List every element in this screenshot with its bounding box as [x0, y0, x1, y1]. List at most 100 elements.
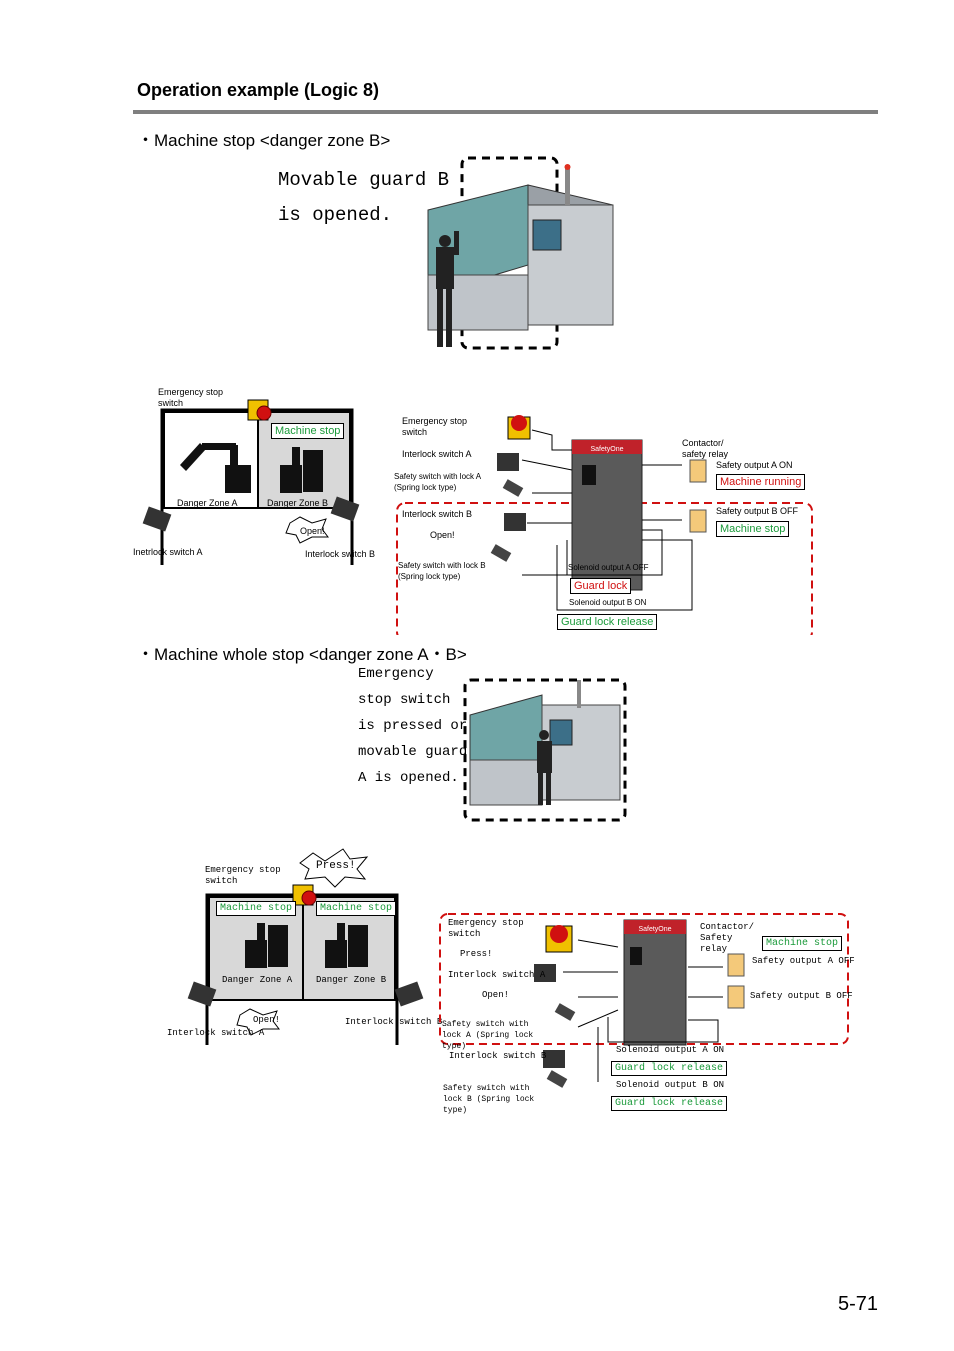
caption-line: is pressed or	[358, 718, 468, 734]
caption-line: Movable guard B	[278, 169, 450, 191]
machine-illustration-2	[463, 678, 627, 822]
estop-label: Emergency stop switch	[158, 387, 224, 408]
section2-caption: Emergency stop switch is pressed or mova…	[358, 661, 467, 791]
interlock-a-icon	[534, 964, 556, 982]
open-label: Open!	[253, 1015, 281, 1025]
machine-stop-tag: Machine stop	[762, 936, 843, 951]
section1-caption: Movable guard B is opened.	[278, 163, 449, 233]
estop-label: Emergency stop switch	[402, 416, 468, 437]
estop-label: Emergency stop switch	[205, 865, 281, 886]
wiring-lines	[521, 429, 693, 611]
open-label: Open!	[430, 530, 455, 540]
open-label: Open!	[300, 526, 325, 536]
controller-header	[572, 440, 642, 454]
zone-diagram-1	[142, 399, 360, 565]
whole-stop-highlight	[439, 913, 849, 1045]
safety-switch-b-icon	[490, 544, 512, 562]
controller-display	[630, 947, 642, 965]
interlock-a-icon	[187, 981, 217, 1007]
estop-button	[256, 405, 272, 421]
safety-switch-a-label: Safety switch with lock A (Spring lock t…	[394, 472, 481, 492]
interlock-a-label: Inetrlock switch A	[133, 547, 203, 557]
section-heading: Operation example (Logic 8)	[137, 80, 380, 100]
caption-line: stop switch	[358, 692, 451, 708]
controller-header	[624, 920, 686, 934]
hmi-screen	[532, 219, 562, 251]
interlock-a-label: Interlock switch A	[448, 970, 546, 980]
caption-line: is opened.	[278, 204, 393, 226]
open-label: Open!	[482, 990, 510, 1000]
press-burst	[299, 848, 369, 888]
caption-line: A is opened.	[358, 770, 459, 786]
relay-a-icon	[689, 459, 707, 483]
interlock-b-label: Interlock switch B	[449, 1051, 547, 1061]
machine-stop-tag: Machine stop	[716, 521, 790, 537]
solenoid-b-label: Solenoid output B ON	[569, 598, 647, 607]
interlock-b-label: Interlock switch B	[305, 549, 376, 559]
zone-b-label: Danger Zone B	[316, 975, 387, 985]
safety-output-a-label: Safety output A ON	[716, 460, 793, 470]
machine-running-tag: Machine running	[716, 474, 806, 490]
zone-a-label: Danger Zone A	[177, 498, 238, 508]
press-label: Press!	[460, 949, 493, 959]
controller-brand: SafetyOne	[590, 446, 623, 453]
signal-tower	[577, 680, 581, 708]
machine-stop-a-tag: Machine stop	[216, 901, 297, 916]
estop-label: Emergency stop switch	[448, 918, 524, 939]
safety-output-a-label: Safety output A OFF	[752, 956, 855, 966]
zone-a-label: Danger Zone A	[222, 975, 293, 985]
zone-a-box	[163, 411, 259, 509]
zone-b-label: Danger Zone B	[267, 498, 329, 508]
wiring-diagram-1: SafetyOne	[396, 415, 813, 635]
operator-figure	[537, 730, 552, 805]
interlock-b-icon	[543, 1050, 565, 1068]
robot-a-icon	[180, 443, 251, 493]
relay-b-icon	[689, 509, 707, 533]
solenoid-b-label: Solenoid output B ON	[616, 1080, 725, 1090]
signal-tower	[565, 165, 570, 205]
interlock-b-label: Interlock switch B	[345, 1017, 443, 1027]
machine-stop-b-tag: Machine stop	[316, 901, 397, 916]
caption-line: Emergency	[358, 666, 434, 682]
section2-title: ・Machine whole stop <danger zone A・B>	[137, 645, 467, 664]
interlock-a-label: Interlock switch A	[167, 1028, 265, 1038]
relay-a-icon	[727, 953, 745, 977]
safety-switch-a-label: Safety switch with lock A (Spring lock t…	[442, 1020, 534, 1051]
guard-lock-tag: Guard lock	[570, 578, 632, 594]
interlock-a-icon	[497, 453, 519, 471]
open-burst	[285, 516, 329, 544]
interlock-b-label: Interlock switch B	[402, 509, 473, 519]
contactor-label: Contactor/ Safety relay	[700, 922, 755, 954]
wiring-diagram-2: SafetyOne	[439, 913, 849, 1088]
safety-output-b-label: Safety output B OFF	[716, 506, 799, 516]
section1-title: ・Machine stop <danger zone B>	[137, 131, 391, 150]
press-label: Press!	[316, 860, 356, 872]
contactor-label: Contactor/ safety relay	[682, 438, 729, 459]
controller-display	[582, 465, 596, 485]
safety-switch-b-label: Safety switch with lock B (Spring lock t…	[398, 561, 486, 581]
caption-line: movable guard	[358, 744, 468, 760]
safety-switch-a-icon	[502, 479, 524, 497]
estop-button	[301, 890, 317, 906]
guard-lock-release-b-tag: Guard lock release	[611, 1096, 728, 1111]
interlock-a-icon	[142, 506, 172, 532]
open-burst	[236, 1008, 280, 1036]
heading-rule	[133, 110, 878, 114]
whole-machine-highlight	[463, 678, 627, 822]
robot-b-icon	[325, 923, 368, 968]
hmi-screen	[549, 719, 573, 746]
solenoid-a-label: Solenoid output A OFF	[568, 563, 649, 572]
machine-base	[469, 759, 543, 806]
safety-switch-b-label: Safety switch with lock B (Spring lock t…	[443, 1084, 535, 1115]
safety-controller	[623, 919, 687, 1046]
relay-b-icon	[727, 985, 745, 1009]
safety-switch-a-icon	[554, 1003, 576, 1021]
estop-button	[550, 925, 568, 943]
solenoid-a-label: Solenoid output A ON	[616, 1045, 725, 1055]
robot-b-icon	[280, 447, 323, 493]
interlock-b-icon	[504, 513, 526, 531]
page-number: 5-71	[837, 1293, 878, 1315]
safety-switch-b-icon	[546, 1070, 568, 1088]
machine-illustration-1	[427, 156, 614, 350]
estop-button	[511, 415, 527, 431]
